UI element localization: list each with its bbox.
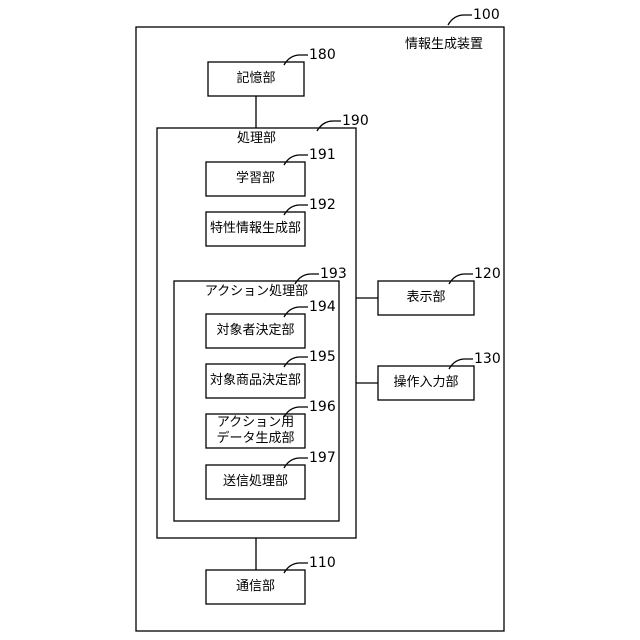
device-frame (136, 27, 504, 631)
leader-130 (449, 359, 473, 369)
leader-100 (448, 15, 472, 25)
leader-120 (449, 274, 473, 284)
operation-input-label: 操作入力部 (378, 375, 474, 391)
ref-100: 100 (473, 7, 500, 23)
ref-180: 180 (309, 47, 336, 63)
target-person-label: 対象者決定部 (206, 323, 305, 339)
ref-195: 195 (309, 349, 336, 365)
learning-label: 学習部 (206, 171, 305, 187)
ref-196: 196 (309, 399, 336, 415)
ref-190: 190 (342, 113, 369, 129)
action-data-label-line2: データ生成部 (206, 431, 305, 447)
characteristic-label: 特性情報生成部 (206, 221, 305, 237)
communication-label: 通信部 (206, 579, 305, 595)
ref-120: 120 (474, 266, 501, 282)
target-product-label: 対象商品決定部 (206, 373, 305, 389)
ref-191: 191 (309, 147, 336, 163)
ref-110: 110 (309, 555, 336, 571)
processing-label: 処理部 (157, 131, 356, 147)
device-title: 情報生成装置 (405, 37, 483, 53)
ref-194: 194 (309, 299, 336, 315)
leader-190 (317, 121, 341, 131)
ref-130: 130 (474, 351, 501, 367)
leader-193 (295, 274, 319, 284)
storage-label: 記憶部 (208, 71, 304, 87)
ref-197: 197 (309, 450, 336, 466)
action-processing-label: アクション処理部 (174, 284, 339, 300)
ref-192: 192 (309, 197, 336, 213)
transmission-label: 送信処理部 (206, 474, 305, 490)
action-data-label-line1: アクション用 (206, 415, 305, 431)
display-label: 表示部 (378, 290, 474, 306)
ref-193: 193 (320, 266, 347, 282)
